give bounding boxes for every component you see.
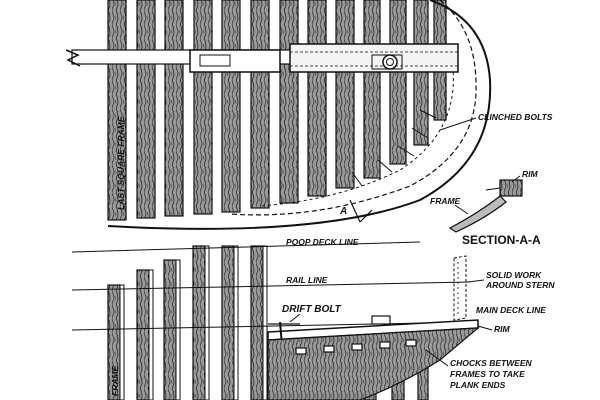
bottom-elevation-view: POOP DECK LINE RAIL LINE SOLID WORK AROU… (71, 237, 555, 400)
top-frames (107, 0, 447, 221)
label-drift-bolt: DRIFT BOLT (282, 304, 342, 315)
clinched-bolt-marks (351, 109, 437, 187)
label-rim-bottom: RIM (494, 324, 511, 334)
label-rail-line: RAIL LINE (286, 275, 328, 285)
section-rim-block (499, 179, 523, 197)
label-marker-a: A (339, 206, 347, 217)
label-section-a-a: SECTION-A-A (462, 233, 541, 247)
section-cut-line (349, 199, 361, 223)
break-symbol (65, 49, 81, 67)
poop-deck-line (71, 241, 421, 253)
top-beam (65, 43, 459, 73)
section-frame-shape (448, 195, 507, 233)
solid-work-dashed (453, 255, 467, 321)
label-chocks-2: FRAMES TO TAKE (450, 369, 525, 379)
label-solid-work-2: AROUND STERN (485, 280, 555, 290)
chock-marks (295, 339, 417, 355)
drift-bolt-block (371, 315, 391, 325)
stern-rim-inner (259, 59, 454, 207)
label-frame-lower: FRAME (110, 365, 120, 396)
section-a-a: RIM FRAME SECTION-A-A (430, 169, 541, 247)
label-frame-section: FRAME (430, 196, 461, 206)
hull-planking (267, 327, 480, 400)
section-cut-arrow (359, 209, 373, 223)
top-plan-view: LAST SQUARE FRAME CLINCHED BOLTS A (65, 0, 553, 230)
label-solid-work-1: SOLID WORK (486, 270, 542, 280)
label-chocks-1: CHOCKS BETWEEN (450, 358, 533, 368)
label-poop-deck-line: POOP DECK LINE (286, 237, 359, 247)
label-main-deck-line: MAIN DECK LINE (476, 305, 546, 315)
label-chocks-3: PLANK ENDS (450, 380, 506, 390)
rail-line (71, 281, 471, 291)
leader-clinched-bolts (439, 117, 477, 131)
stern-rim-dashed (229, 0, 477, 216)
label-clinched-bolts: CLINCHED BOLTS (478, 112, 553, 122)
stern-rim-outer (107, 0, 492, 230)
label-rim-top: RIM (522, 169, 539, 179)
label-last-square-frame: LAST SQUARE FRAME (116, 116, 126, 210)
